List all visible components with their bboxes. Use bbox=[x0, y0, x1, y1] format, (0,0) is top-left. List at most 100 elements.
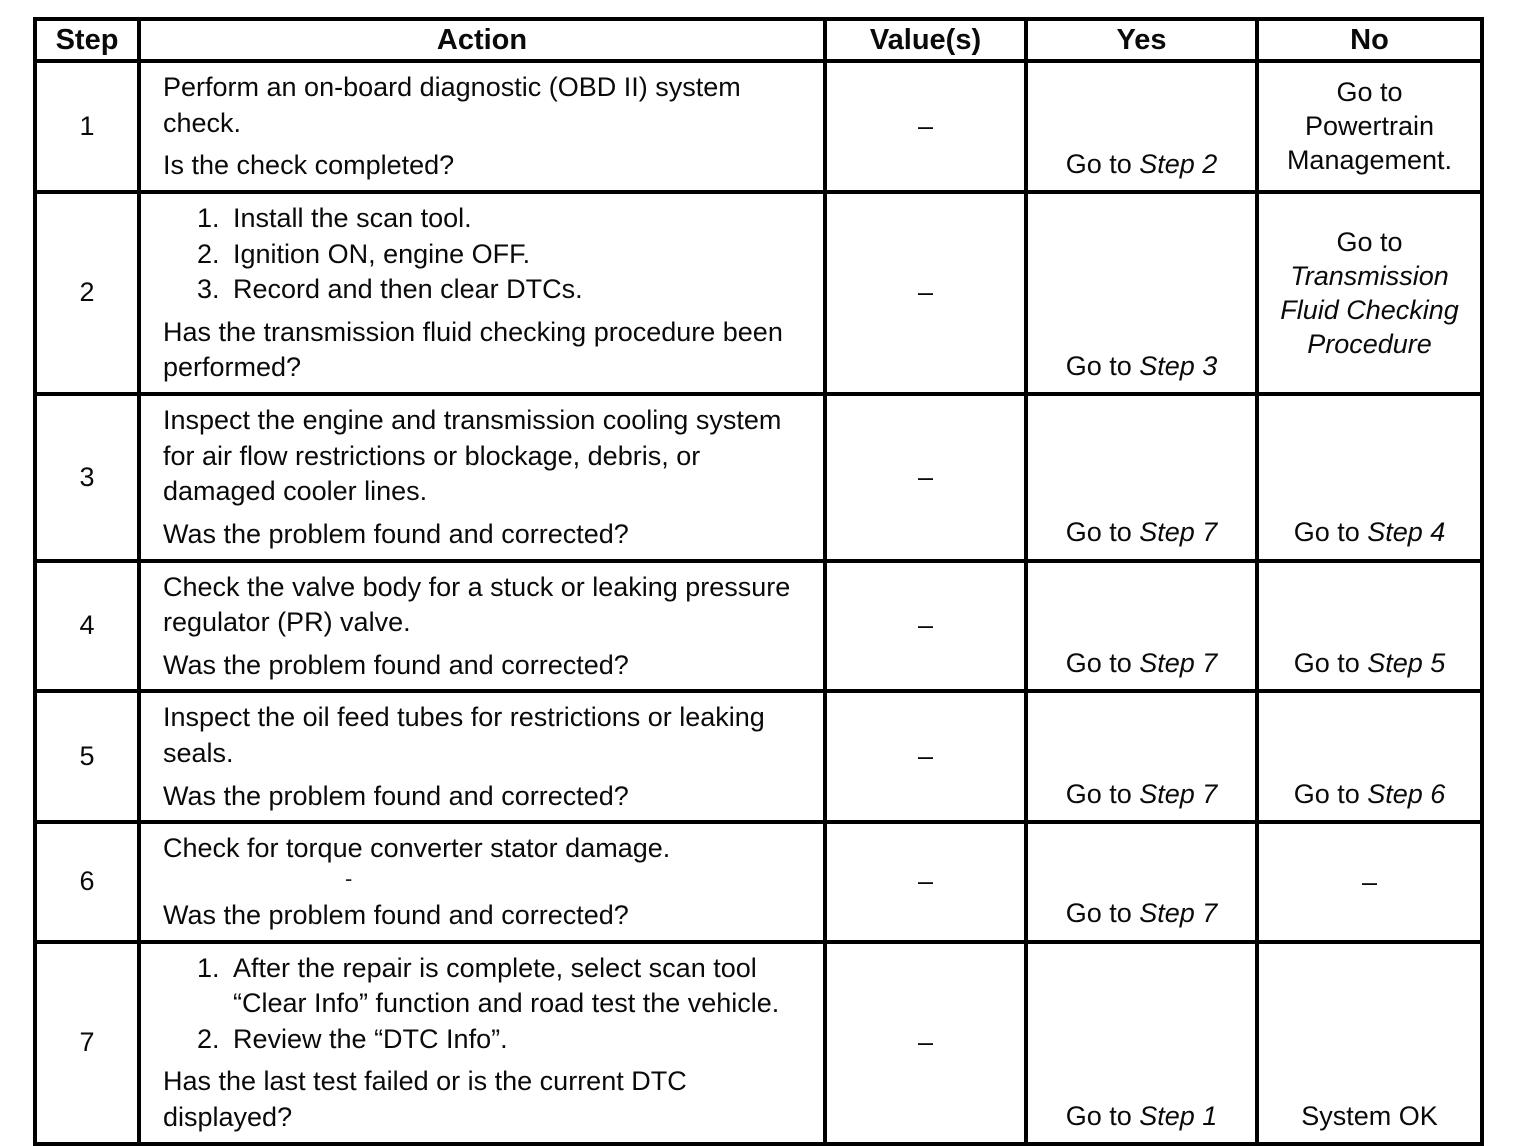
list-text: Record and then clear DTCs. bbox=[233, 274, 583, 305]
step-reference: Step 7 bbox=[1139, 779, 1218, 810]
header-values: Value(s) bbox=[823, 17, 1028, 63]
step-reference: Fluid Checking bbox=[1280, 294, 1459, 325]
action-cell: 1.Install the scan tool.2.Ignition ON, e… bbox=[137, 189, 827, 397]
action-cell: Inspect the engine and transmission cool… bbox=[137, 392, 827, 563]
action-list-item: 2. Review the “DTC Info”. bbox=[197, 1022, 811, 1058]
yes-cell: Go to Step 7 bbox=[1024, 689, 1259, 825]
value-cell: – bbox=[823, 558, 1028, 694]
list-text: After the repair is complete, select sca… bbox=[233, 952, 780, 1019]
no-cell: Go to Step 4 bbox=[1255, 392, 1484, 563]
step-reference: Step 3 bbox=[1139, 350, 1218, 381]
action-cell: 1. After the repair is complete, select s… bbox=[137, 939, 827, 1146]
stray-dash: - bbox=[345, 865, 353, 891]
result-line: Go to Step 3 bbox=[1034, 349, 1249, 383]
header-action: Action bbox=[137, 17, 827, 63]
result-line: Go to bbox=[1265, 225, 1474, 259]
step-reference: Step 7 bbox=[1139, 517, 1218, 548]
action-list-item: 2.Ignition ON, engine OFF. bbox=[197, 237, 811, 273]
result-line: Go to Step 7 bbox=[1034, 896, 1249, 930]
text-run: Go to bbox=[1293, 779, 1368, 810]
value-cell: – bbox=[823, 939, 1028, 1146]
result-line: – bbox=[1265, 865, 1474, 899]
header-yes: Yes bbox=[1024, 17, 1259, 63]
step-cell: 1 bbox=[33, 59, 141, 194]
value-cell: – bbox=[823, 820, 1028, 944]
action-question: Was the problem found and corrected? bbox=[163, 780, 629, 811]
action-statement: Check the valve body for a stuck or leak… bbox=[163, 571, 791, 638]
action-cell: Check for torque converter stator damage… bbox=[137, 820, 827, 944]
text-run: Go to bbox=[1336, 226, 1403, 257]
action-list-item: 1. After the repair is complete, select s… bbox=[197, 951, 811, 1022]
no-cell: Go to Step 6 bbox=[1255, 689, 1484, 825]
yes-cell: Go to Step 7 bbox=[1024, 558, 1259, 694]
list-number: 2. bbox=[197, 238, 220, 269]
result-line: System OK bbox=[1265, 1099, 1474, 1133]
text-run: System OK bbox=[1301, 1100, 1438, 1131]
step-reference: Step 7 bbox=[1139, 898, 1218, 929]
no-cell: – bbox=[1255, 820, 1484, 944]
text-run: Go to bbox=[1336, 77, 1403, 108]
table-row: 6 Check for torque converter stator damag… bbox=[33, 820, 1484, 944]
list-number: 3. bbox=[197, 274, 220, 305]
result-line: Go to Step 7 bbox=[1034, 777, 1249, 811]
action-question: Was the problem found and corrected? bbox=[163, 899, 629, 930]
text-run: Go to bbox=[1065, 350, 1140, 381]
table-row: 7 1. After the repair is complete, select … bbox=[33, 939, 1484, 1146]
result-line: Go to Step 1 bbox=[1034, 1099, 1249, 1133]
text-run: Go to bbox=[1065, 898, 1140, 929]
result-line: Go to Step 4 bbox=[1265, 515, 1474, 549]
table-body: 1 Perform an on-board diagnostic (OBD II)… bbox=[33, 59, 1484, 1146]
list-number: 2. bbox=[197, 1023, 220, 1054]
list-number: 1. bbox=[197, 952, 220, 983]
yes-cell: Go to Step 2 bbox=[1024, 59, 1259, 194]
text-run: Go to bbox=[1065, 517, 1140, 548]
action-statement: Perform an on-board diagnostic (OBD II) … bbox=[163, 72, 741, 138]
no-cell: Go to Step 5 bbox=[1255, 558, 1484, 694]
no-cell: System OK bbox=[1255, 939, 1484, 1146]
result-line: Go to Step 7 bbox=[1034, 646, 1249, 680]
action-cell: Inspect the oil feed tubes for restricti… bbox=[137, 689, 827, 825]
list-text: Install the scan tool. bbox=[233, 202, 472, 233]
step-reference: Step 6 bbox=[1367, 779, 1446, 810]
yes-cell: Go to Step 7 bbox=[1024, 392, 1259, 563]
table-row: 5 Inspect the oil feed tubes for restrict… bbox=[33, 689, 1484, 825]
action-question: Is the check completed? bbox=[163, 150, 455, 181]
step-reference: Step 7 bbox=[1139, 648, 1218, 679]
result-line: Go to Step 7 bbox=[1034, 515, 1249, 549]
step-reference: Transmission bbox=[1290, 260, 1449, 291]
step-cell: 3 bbox=[33, 392, 141, 563]
step-cell: 6 bbox=[33, 820, 141, 944]
result-line: Go to bbox=[1265, 75, 1474, 109]
yes-cell: Go to Step 3 bbox=[1024, 189, 1259, 397]
step-reference: Step 4 bbox=[1367, 517, 1446, 548]
result-line: Go to Step 6 bbox=[1265, 777, 1474, 811]
action-statement: Inspect the oil feed tubes for restricti… bbox=[163, 702, 765, 768]
list-text: Review the “DTC Info”. bbox=[233, 1023, 508, 1054]
action-statement: Check for torque converter stator damage… bbox=[163, 833, 671, 864]
header-no: No bbox=[1255, 17, 1484, 63]
value-cell: – bbox=[823, 392, 1028, 563]
step-cell: 7 bbox=[33, 939, 141, 1146]
step-reference: Step 1 bbox=[1139, 1100, 1218, 1131]
result-line: Management. bbox=[1265, 143, 1474, 177]
text-run: Go to bbox=[1065, 148, 1140, 179]
result-line: Go to Step 5 bbox=[1265, 646, 1474, 680]
text-run: Powertrain bbox=[1304, 111, 1435, 142]
action-cell: Perform an on-board diagnostic (OBD II) … bbox=[137, 59, 827, 194]
action-question: Was the problem found and corrected? bbox=[163, 518, 629, 549]
text-run: Go to bbox=[1065, 779, 1140, 810]
action-list-item: 3. Record and then clear DTCs. bbox=[197, 272, 811, 308]
action-cell: Check the valve body for a stuck or leak… bbox=[137, 558, 827, 694]
action-list-item: 1.Install the scan tool. bbox=[197, 201, 811, 237]
result-line: Powertrain bbox=[1265, 109, 1474, 143]
step-cell: 2 bbox=[33, 189, 141, 397]
text-run: Go to bbox=[1065, 1100, 1140, 1131]
step-cell: 5 bbox=[33, 689, 141, 825]
result-line: Transmission bbox=[1265, 259, 1474, 293]
yes-cell: Go to Step 1 bbox=[1024, 939, 1259, 1146]
step-reference: Step 5 bbox=[1367, 648, 1446, 679]
